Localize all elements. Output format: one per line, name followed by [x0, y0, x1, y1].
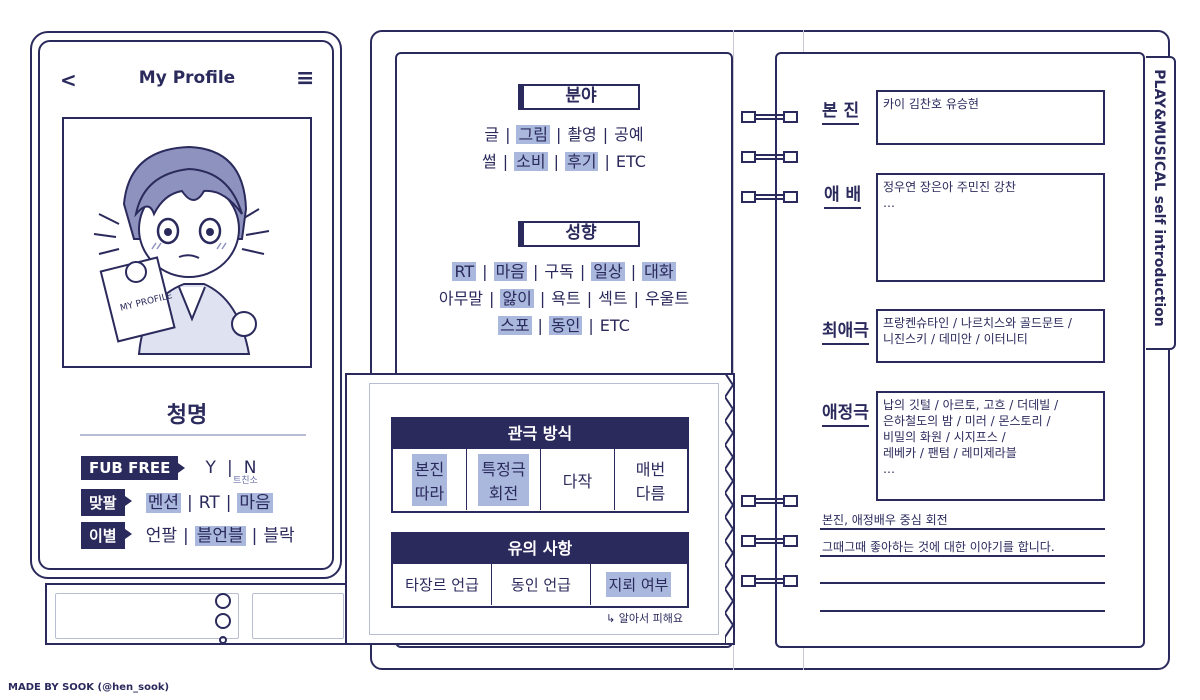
tag-spoiler: 스포	[498, 316, 532, 335]
farewell-block: 블락	[263, 526, 295, 546]
ring-group-bottom	[741, 495, 798, 587]
field-row-2: 썰|소비|후기|ETC	[482, 152, 646, 171]
tag-rt: RT	[452, 262, 477, 281]
tag-photo: 촬영	[567, 125, 597, 144]
note-line-3	[820, 582, 1105, 584]
caution-cell-other-genre: 타장르 언급	[393, 564, 492, 605]
fub-row: FUB FREE Y | N	[81, 456, 257, 480]
menu-icon[interactable]: ≡	[296, 66, 315, 91]
tag-etc: ETC	[615, 152, 646, 171]
tag-review: 후기	[565, 152, 599, 171]
tag-subscribe: 구독	[544, 262, 574, 281]
tag-fan-creation: 동인	[548, 316, 583, 335]
ticket-stub	[45, 583, 345, 645]
follow-mention: 멘션	[145, 493, 181, 513]
viewing-cell-many: 다작	[541, 449, 615, 510]
tag-fangirl: 앓이	[500, 289, 534, 308]
farewell-block-unblock: 블언블	[194, 526, 246, 546]
notebook-fold-line	[733, 30, 734, 670]
profile-title: My Profile	[138, 68, 236, 88]
name-divider	[80, 434, 306, 436]
caution-table: 유의 사항 타장르 언급 동인 언급 지뢰 여부	[391, 532, 689, 608]
profile-name: 청명	[166, 403, 208, 428]
fub-note: 트친소	[233, 476, 258, 486]
farewell-unfollow: 언팔	[145, 526, 177, 546]
viewing-cell-specific-rewatch: 특정극 회전	[467, 449, 541, 510]
favorite-label: 최애극	[822, 316, 869, 345]
tendency-row-1: RT|마음|구독|일상|대화	[452, 262, 676, 281]
ring-group-top	[741, 111, 798, 203]
ticket-inner-border	[369, 383, 719, 635]
tag-nsfw: 섹트	[598, 289, 628, 308]
actors-label: 애 배	[824, 180, 862, 209]
chibi-character-illustration: MY PROFILE	[93, 145, 270, 355]
viewing-cell-follow-main: 본진 따라	[393, 449, 467, 510]
fub-yes: Y	[205, 458, 216, 478]
follow-row: 맞팔 멘션|RT|마음	[81, 488, 273, 516]
tag-heart: 마음	[493, 262, 528, 281]
follow-rt: RT	[198, 493, 220, 513]
viewing-style-title: 관극 방식	[393, 419, 687, 449]
tag-swear: 욕트	[551, 289, 581, 308]
fub-chip: FUB FREE	[81, 456, 186, 480]
binder-rings	[741, 111, 798, 587]
note-line-1-text: 본진, 애정배우 중심 회전	[822, 513, 948, 527]
main-label: 본 진	[822, 96, 860, 125]
tag-story: 썰	[482, 152, 497, 171]
ticket-serrated-edge	[725, 373, 735, 645]
loved-label: 애정극	[822, 398, 869, 427]
profile-image-frame: MY PROFILE	[62, 117, 312, 368]
field-section-title: 분야	[522, 84, 640, 110]
note-line-4	[820, 610, 1105, 612]
caution-row: 타장르 언급 동인 언급 지뢰 여부	[393, 564, 687, 605]
return-arrow-icon: ↳	[606, 612, 616, 625]
note-line-2-text: 그때그때 좋아하는 것에 대한 이야기를 합니다.	[822, 540, 1055, 554]
farewell-chip: 이별	[81, 522, 132, 549]
note-line-1	[820, 528, 1105, 530]
side-tab-label: PLAY&MUSICAL self introduction	[1151, 69, 1167, 327]
tag-chat: 대화	[642, 262, 676, 281]
caution-cell-fan-work: 동인 언급	[492, 564, 591, 605]
side-tab: PLAY&MUSICAL self introduction	[1146, 56, 1176, 350]
note-line-2	[820, 555, 1105, 557]
follow-chip: 맞팔	[81, 489, 132, 516]
tag-writing: 글	[484, 125, 500, 144]
tag-craft: 공예	[614, 125, 644, 144]
viewing-style-row: 본진 따라 특정극 회전 다작 매번 다름	[393, 449, 687, 510]
viewing-cell-varies: 매번 다름	[635, 459, 666, 503]
caution-note: ↳ 알아서 피해요	[606, 612, 683, 625]
fub-separator: |	[226, 458, 233, 478]
tag-random: 아무말	[438, 289, 484, 308]
tag-consume: 소비	[514, 152, 548, 171]
tendency-section-title: 성향	[522, 221, 640, 247]
farewell-row: 이별 언팔|블언블|블락	[81, 521, 295, 549]
fub-no: N	[243, 458, 257, 478]
ticket-holes	[215, 593, 231, 644]
credit-text: MADE BY SOOK (@hen_sook)	[8, 682, 170, 693]
viewing-style-table: 관극 방식 본진 따라 특정극 회전 다작 매번 다름	[391, 417, 689, 513]
tag-drawing: 그림	[516, 125, 550, 144]
caution-title: 유의 사항	[393, 534, 687, 564]
caution-cell-trigger: 지뢰 여부	[591, 564, 686, 605]
main-box: 카이 김찬호 유승현	[876, 90, 1105, 145]
loved-box: 납의 깃털 / 아르토, 고흐 / 더데빌 / 은하철도의 밤 / 미러 / 몬…	[876, 391, 1105, 501]
actors-box: 정우연 장은아 주민진 강찬 …	[876, 173, 1105, 282]
favorite-box: 프랑켄슈타인 / 나르치스와 골드문트 / 니진스키 / 데미안 / 이터니티	[876, 309, 1105, 363]
tag-depressed: 우울트	[644, 289, 690, 308]
tendency-row-2: 아무말|앓이|욕트|섹트|우울트	[438, 289, 690, 308]
stub-slot-left	[55, 593, 239, 639]
tag-daily: 일상	[591, 262, 625, 281]
field-row-1: 글|그림|촬영|공예	[484, 125, 644, 144]
tag-etc-2: ETC	[599, 316, 630, 335]
back-icon[interactable]: <	[60, 68, 77, 92]
follow-heart: 마음	[237, 493, 273, 513]
tendency-row-3: 스포|동인|ETC	[498, 316, 630, 335]
stub-slot-right	[252, 593, 344, 639]
